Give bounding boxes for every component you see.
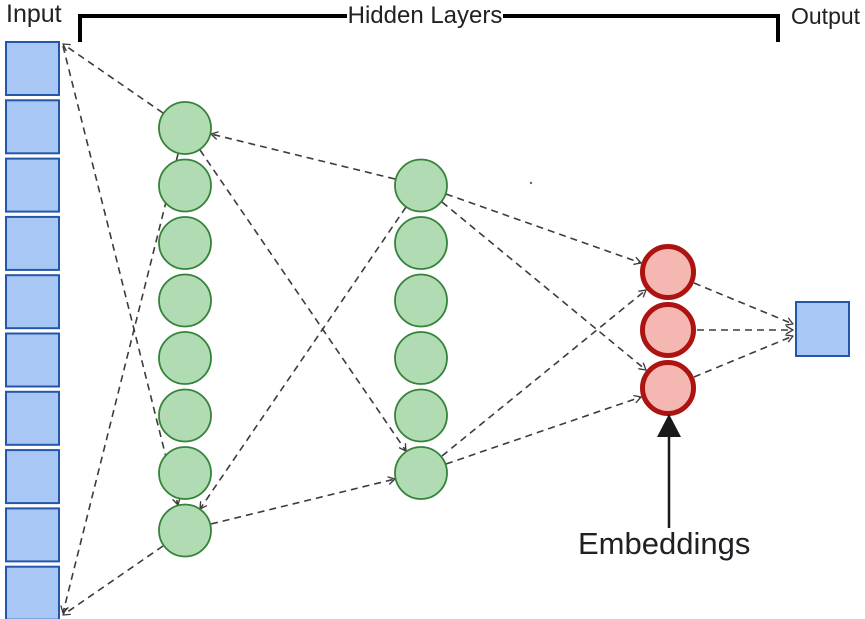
- hidden2-node: [394, 331, 448, 385]
- hidden1-node: [158, 388, 212, 443]
- output-node: [795, 301, 850, 357]
- output-label: Output: [791, 3, 861, 29]
- input-node: [5, 332, 60, 388]
- connection-edge: [62, 45, 181, 506]
- hidden1-node: [158, 331, 212, 385]
- stray-mark: [529, 181, 533, 185]
- hidden2-node: [394, 446, 448, 500]
- connection-edge: [210, 131, 396, 180]
- hidden1-node: [158, 158, 212, 213]
- input-node: [5, 449, 60, 505]
- input-node: [5, 274, 60, 330]
- connection-edge: [210, 476, 396, 525]
- connection-edge: [62, 545, 164, 616]
- embeddings-label: Embeddings: [578, 526, 751, 561]
- connection-edge: [445, 193, 642, 265]
- connection-edge: [199, 149, 407, 452]
- input-node: [5, 507, 60, 563]
- hidden1-node: [158, 273, 212, 328]
- embedding-node: [640, 302, 696, 358]
- connection-edge: [441, 201, 647, 371]
- embedding-node: [640, 360, 696, 416]
- connection-edge: [441, 289, 647, 457]
- hidden-layers-bracket-right: [503, 14, 780, 42]
- input-node: [5, 565, 60, 619]
- connection-edge: [445, 394, 642, 465]
- hidden1-node: [158, 446, 212, 500]
- hidden1-node: [158, 101, 212, 155]
- connection-edge: [60, 153, 179, 614]
- connection-edge: [693, 282, 794, 326]
- hidden2-node: [394, 158, 448, 213]
- hidden-layers-bracket-left: [78, 14, 347, 42]
- connection-edge: [199, 206, 407, 510]
- embedding-node: [640, 244, 696, 300]
- input-node: [5, 157, 60, 213]
- hidden2-node: [394, 388, 448, 443]
- hidden2-node: [394, 216, 448, 270]
- input-node: [5, 215, 60, 271]
- hidden2-node: [394, 273, 448, 328]
- input-label: Input: [6, 0, 62, 28]
- input-node: [5, 99, 60, 155]
- hidden-layers-label: Hidden Layers: [347, 2, 503, 29]
- hidden1-node: [158, 216, 212, 270]
- connection-edge: [693, 334, 794, 378]
- input-node: [5, 41, 60, 96]
- input-node: [5, 390, 60, 446]
- connection-edge: [62, 43, 164, 114]
- embeddings-arrow-head-icon: [657, 414, 681, 437]
- hidden1-node: [158, 503, 212, 558]
